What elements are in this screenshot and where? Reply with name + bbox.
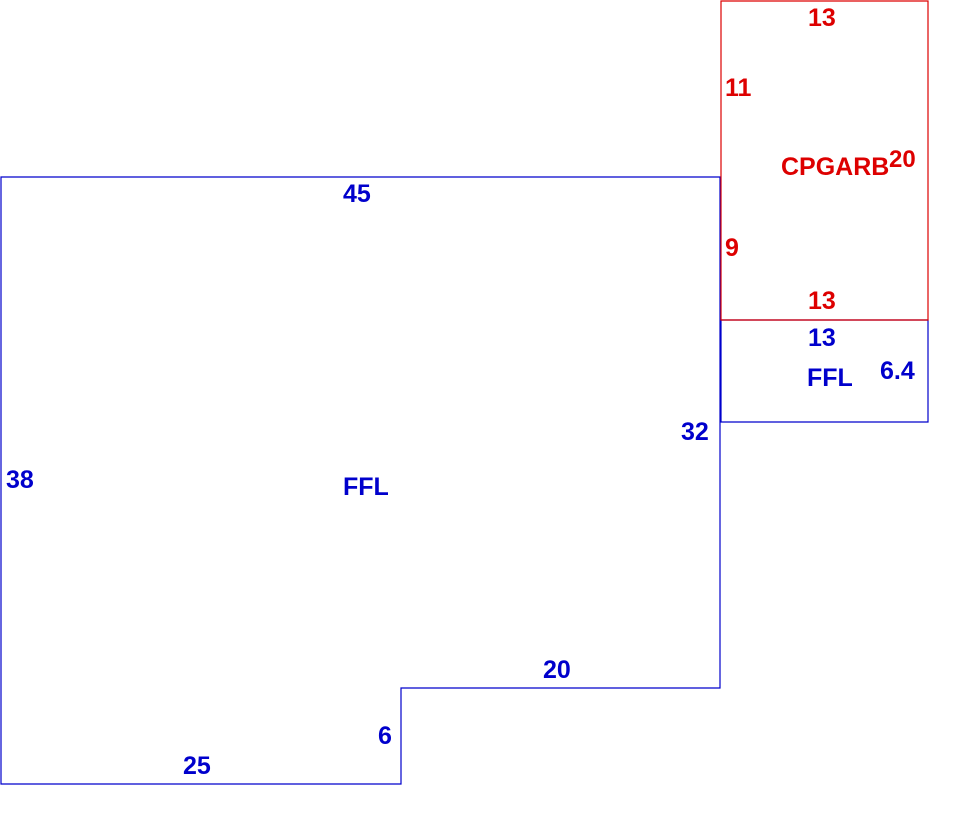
garage-area-outline — [720, 0, 929, 321]
garage-dim-right: 20 — [889, 146, 916, 173]
main-area-name: FFL — [343, 473, 389, 501]
main-dim-left: 38 — [6, 466, 34, 494]
main-dim-bottom: 25 — [183, 752, 211, 780]
main-dim-step-side: 6 — [378, 722, 392, 750]
garage-dim-left-upper: 11 — [725, 74, 752, 102]
garage-dim-bottom: 13 — [808, 287, 836, 315]
garage-dim-top: 13 — [808, 4, 836, 32]
annex-area-name: FFL — [807, 364, 853, 392]
main-area-outline — [0, 176, 721, 785]
main-dim-right: 32 — [681, 418, 709, 446]
garage-dim-left-lower: 9 — [725, 234, 739, 262]
garage-area-name: CPGARB — [781, 153, 889, 181]
main-dim-top: 45 — [343, 180, 371, 208]
main-dim-step-top: 20 — [543, 656, 571, 684]
annex-dim-top: 13 — [808, 324, 836, 352]
annex-dim-right: 6.4 — [880, 357, 915, 385]
